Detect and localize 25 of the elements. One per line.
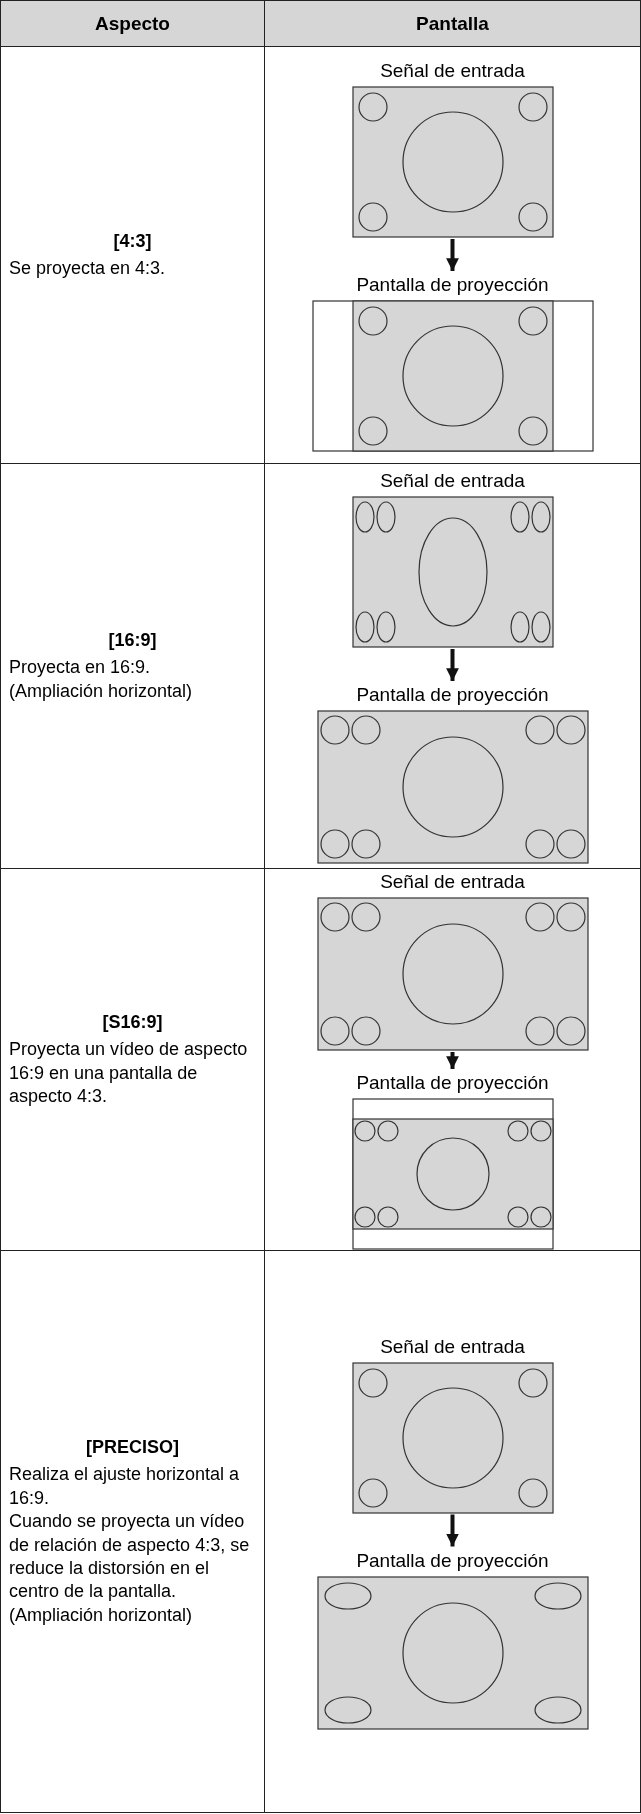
image-caption: Señal de entrada — [380, 60, 525, 82]
description-text: Se proyecta en 4:3. — [9, 257, 167, 280]
description-text: Cuando se proyecta un vídeo de relación de aspecto 4:3, se reduce la distorsión en el centro de la pantalla. — [9, 1510, 251, 1604]
image-caption: Señal de entrada — [380, 1335, 525, 1358]
image-caption: Señal de entrada — [380, 871, 525, 893]
arrow — [446, 649, 459, 681]
column-header: Aspecto — [0, 0, 265, 47]
column-header: Pantalla — [264, 0, 641, 47]
image-caption: Señal de entrada — [380, 470, 525, 492]
aspect-heading: [16:9] — [107, 628, 158, 652]
description-text: (Ampliación horizontal) — [9, 679, 194, 703]
image-caption: Pantalla de proyección — [356, 1072, 549, 1094]
description-text: (Ampliación horizontal) — [9, 1603, 194, 1627]
description-text: Proyecta en 16:9. — [9, 656, 152, 680]
aspect-heading: [4:3] — [112, 229, 153, 253]
arrow — [446, 1514, 459, 1547]
aspect-heading: [S16:9] — [101, 1010, 164, 1034]
image-caption: Pantalla de proyección — [356, 274, 549, 296]
description-text: Realiza el ajuste horizontal a 16:9. — [9, 1463, 241, 1510]
description-text: Proyecta un vídeo de aspecto 16:9 en una pantalla de aspecto 4:3. — [9, 1038, 249, 1108]
image-caption: Pantalla de proyección — [356, 1549, 549, 1572]
image-caption: Pantalla de proyección — [356, 684, 549, 706]
arrow — [446, 1052, 459, 1069]
arrow — [446, 239, 459, 271]
aspect-heading: [PRECISO] — [85, 1435, 180, 1459]
